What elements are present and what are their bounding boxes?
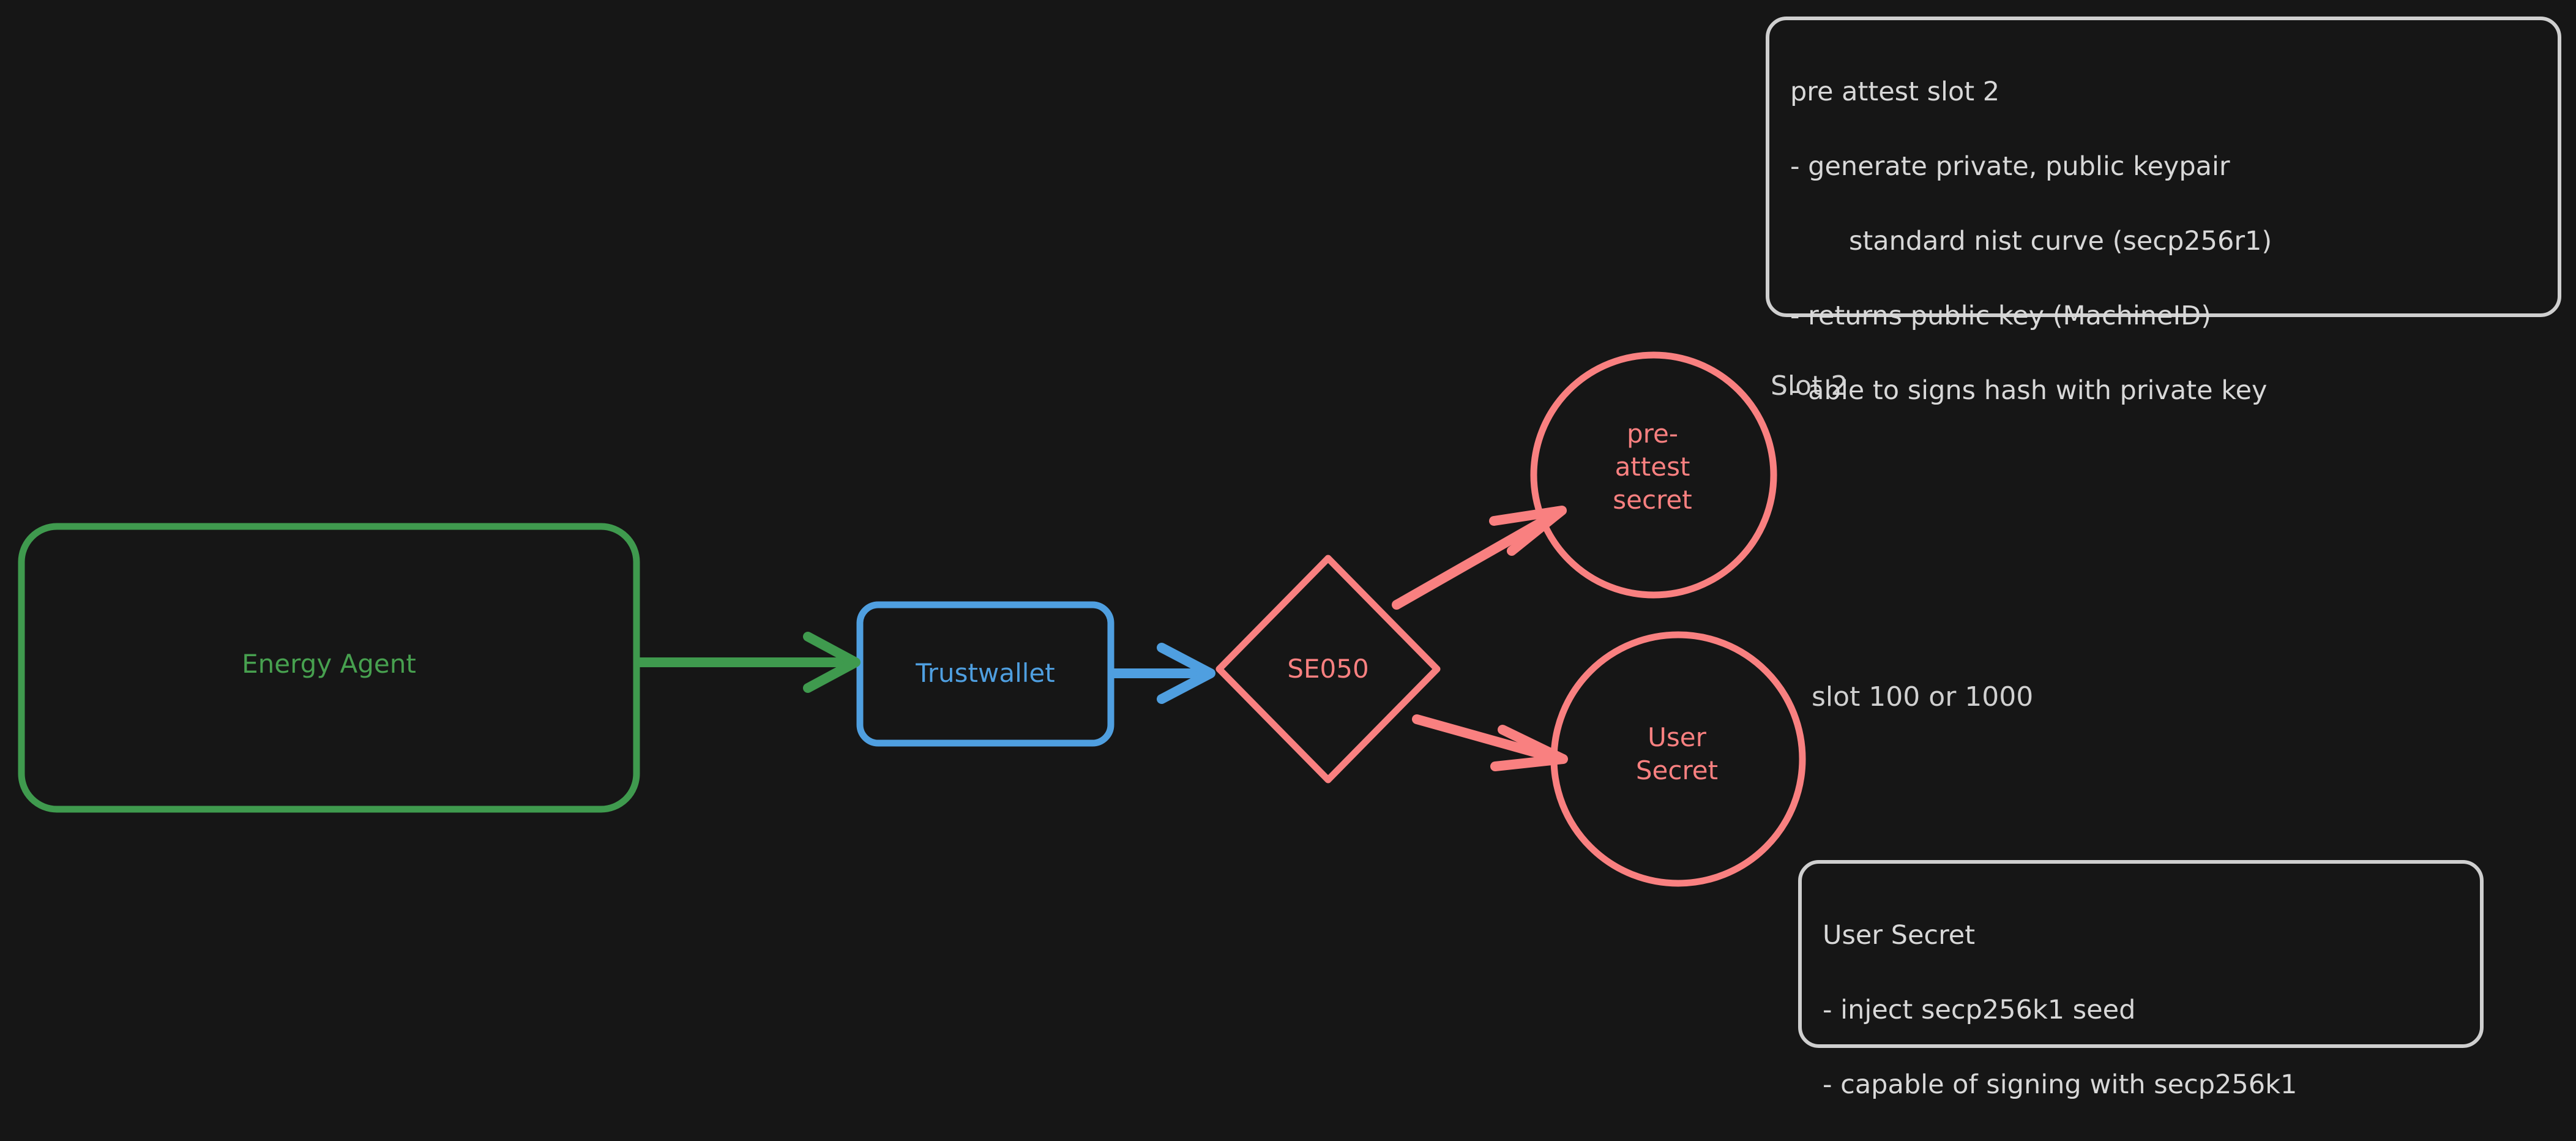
note-user-secret-line-1: - inject secp256k1 seed <box>1823 995 2136 1026</box>
energy-agent-box[interactable] <box>18 523 640 813</box>
edge-se050-to-user-secret <box>1412 714 1568 771</box>
note-pre-attest: pre attest slot 2 - generate private, pu… <box>1766 17 2561 406</box>
note-pre-attest-line-4: - able to signs hash with private key <box>1790 375 2268 406</box>
user-secret-circle[interactable] <box>1550 631 1806 887</box>
note-pre-attest-line-2: standard nist curve (secp256r1) <box>1849 226 2272 257</box>
pre-attest-secret-circle[interactable] <box>1530 351 1777 599</box>
edge-trustwallet-to-se050 <box>1108 643 1215 704</box>
edge-label-slot-2: Slot 2 <box>1771 370 1848 402</box>
edge-label-slot-100-or-1000: slot 100 or 1000 <box>1812 681 2034 713</box>
trustwallet-box[interactable] <box>856 601 1114 747</box>
edge-se050-to-pre-attest-secret <box>1392 506 1567 610</box>
note-pre-attest-line-1: - generate private, public keypair <box>1790 151 2230 182</box>
note-pre-attest-title: pre attest slot 2 <box>1790 77 2000 108</box>
se050-diamond[interactable] <box>1215 555 1441 784</box>
note-user-secret: User Secret - inject secp256k1 seed - ca… <box>1798 860 2484 1100</box>
edge-energy-agent-to-trustwallet <box>635 632 861 693</box>
note-user-secret-title: User Secret <box>1823 920 1976 951</box>
diagram-shapes-layer <box>18 351 1806 887</box>
diagram-canvas: Energy Agent Trustwallet SE050 pre- atte… <box>18 17 2561 1101</box>
note-pre-attest-line-3: - returns public key (MachineID) <box>1790 301 2212 332</box>
note-user-secret-line-2: - capable of signing with secp256k1 <box>1823 1069 2298 1101</box>
